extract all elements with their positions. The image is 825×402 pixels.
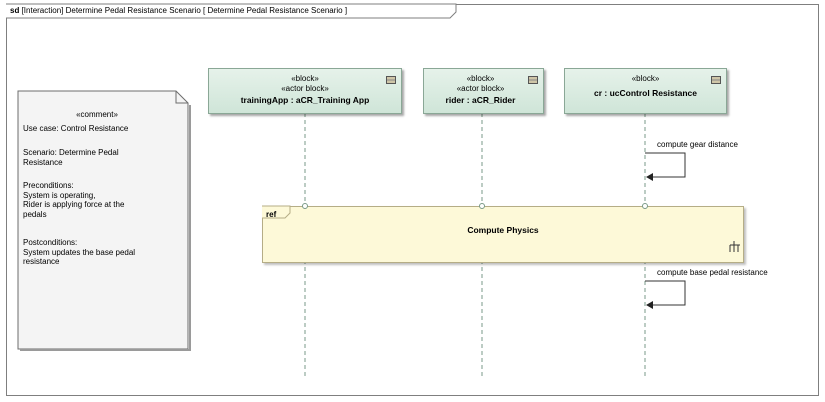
ref-diagram-icon	[730, 241, 740, 252]
lifeline-cover-point	[643, 204, 648, 209]
lifeline-cover-point	[480, 204, 485, 209]
ref-tag: ref	[266, 210, 276, 219]
lifeline-cover-point	[303, 204, 308, 209]
ref-title: Compute Physics	[262, 225, 744, 235]
